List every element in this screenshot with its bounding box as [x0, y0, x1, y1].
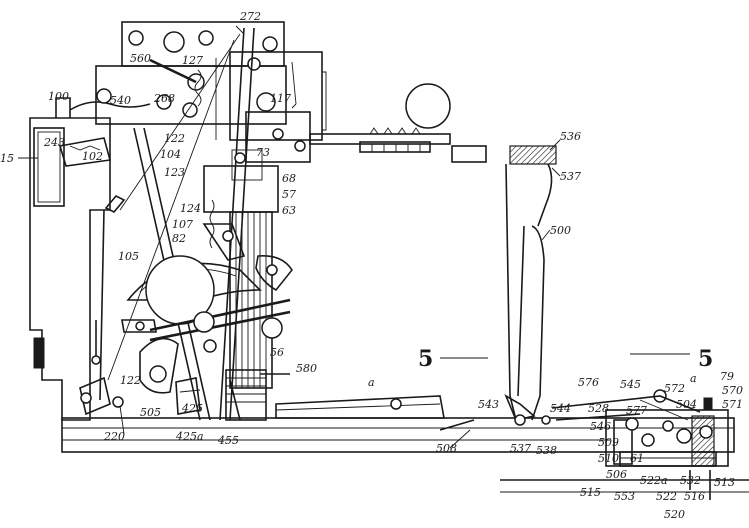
- part-label: 540: [110, 94, 131, 107]
- part-label: 82: [172, 232, 186, 245]
- part-label: 572: [664, 382, 685, 395]
- part-label: 543: [478, 398, 499, 411]
- part-label: 553: [614, 490, 635, 503]
- part-labels: 272 560 127 100 540 268 117 243 102 122 …: [0, 10, 743, 521]
- part-label: 122: [120, 374, 141, 387]
- part-label: 536: [560, 130, 581, 143]
- part-label: 510: [598, 452, 619, 465]
- part-label: 15: [0, 152, 14, 165]
- part-label: 571: [722, 398, 743, 411]
- part-label: 268: [153, 92, 175, 105]
- part-label: a: [690, 372, 697, 385]
- part-label: 522: [656, 490, 677, 503]
- right-bottom-mechanism: [551, 389, 729, 500]
- part-label: 513: [714, 476, 735, 489]
- part-label: 220: [103, 430, 125, 443]
- part-label: 506: [606, 468, 627, 481]
- part-label: 61: [630, 452, 644, 465]
- part-label: a: [368, 376, 375, 389]
- vertical-rod: [439, 145, 557, 431]
- part-label: 504: [676, 398, 697, 411]
- part-label: 538: [536, 444, 557, 457]
- part-label: 104: [160, 148, 181, 161]
- part-label: 455: [217, 434, 239, 447]
- part-label: 425: [181, 402, 203, 415]
- part-label: 102: [82, 150, 103, 163]
- part-label: 63: [282, 204, 296, 217]
- section-mark-right: 5: [698, 346, 713, 372]
- part-label: 508: [436, 442, 457, 455]
- part-label: 522a: [640, 474, 668, 487]
- part-label: 545: [620, 378, 641, 391]
- part-label: 57: [282, 188, 296, 201]
- part-label: 570: [722, 384, 743, 397]
- central-type-block: [202, 149, 279, 421]
- part-label: 68: [282, 172, 296, 185]
- part-label: 272: [239, 10, 261, 23]
- lever-sector: [121, 254, 293, 421]
- part-label: 532: [680, 474, 701, 487]
- part-label: 107: [172, 218, 193, 231]
- tray-wedge: [260, 373, 445, 419]
- upper-mechanism: [95, 21, 451, 163]
- part-label: 79: [720, 370, 734, 383]
- part-label: 509: [598, 436, 619, 449]
- part-label: 100: [48, 90, 69, 103]
- part-label: 537: [510, 442, 531, 455]
- leader-lines: [22, 25, 690, 449]
- part-label: 520: [664, 508, 685, 521]
- part-label: 500: [550, 224, 571, 237]
- part-label: 73: [256, 146, 270, 159]
- part-label: 243: [43, 136, 65, 149]
- part-label: 546: [590, 420, 611, 433]
- part-label: 576: [578, 376, 599, 389]
- left-housing: [18, 97, 151, 421]
- part-label: 122: [164, 132, 185, 145]
- part-label: 544: [550, 402, 571, 415]
- part-label: 56: [270, 346, 284, 359]
- part-label: 560: [130, 52, 151, 65]
- part-label: 127: [182, 54, 203, 67]
- part-label: 105: [118, 250, 139, 263]
- part-label: 124: [180, 202, 201, 215]
- part-label: 577: [626, 404, 647, 417]
- part-label: 580: [296, 362, 317, 375]
- part-label: 117: [270, 92, 291, 105]
- part-label: 528: [588, 402, 609, 415]
- section-mark-left: 5: [418, 346, 433, 372]
- part-label: 505: [140, 406, 161, 419]
- part-label: 516: [684, 490, 705, 503]
- part-label: 425a: [175, 430, 204, 443]
- part-label: 515: [580, 486, 601, 499]
- part-label: 123: [164, 166, 185, 179]
- part-label: 537: [560, 170, 581, 183]
